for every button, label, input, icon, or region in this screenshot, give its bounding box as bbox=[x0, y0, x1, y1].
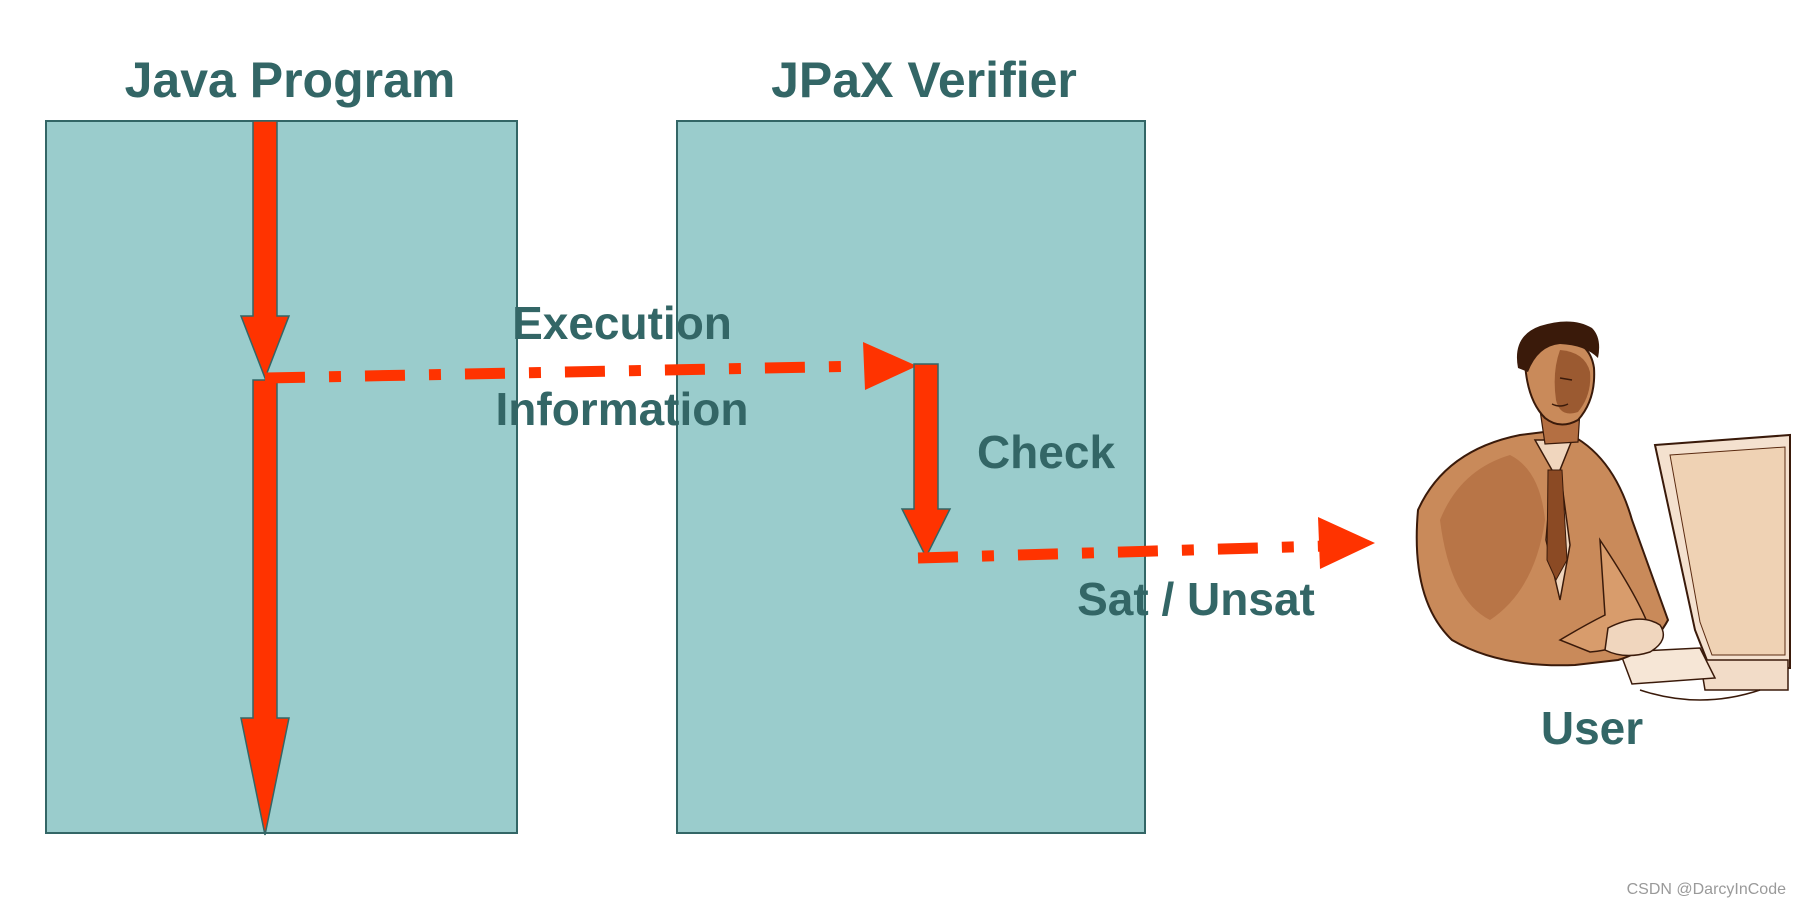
watermark: CSDN @DarcyInCode bbox=[1627, 881, 1787, 898]
information-label: Information bbox=[496, 383, 749, 435]
result-connector bbox=[917, 540, 1326, 564]
execution-info-arrowhead bbox=[863, 342, 917, 390]
execution-arrow-lower bbox=[240, 379, 290, 836]
result-arrowhead bbox=[1318, 517, 1375, 569]
execution-arrow-upper bbox=[239, 120, 291, 381]
user-icon bbox=[1415, 321, 1791, 701]
sat-unsat-label: Sat / Unsat bbox=[1077, 573, 1315, 625]
check-label: Check bbox=[977, 426, 1115, 478]
execution-info-connector bbox=[264, 360, 867, 384]
java-program-title: Java Program bbox=[125, 52, 456, 108]
jpax-verifier-box bbox=[676, 120, 1146, 834]
java-program-box bbox=[45, 120, 518, 834]
check-arrow bbox=[900, 363, 952, 559]
jpax-verifier-title: JPaX Verifier bbox=[771, 52, 1077, 108]
execution-label: Execution bbox=[512, 297, 732, 349]
user-label: User bbox=[1541, 702, 1643, 754]
